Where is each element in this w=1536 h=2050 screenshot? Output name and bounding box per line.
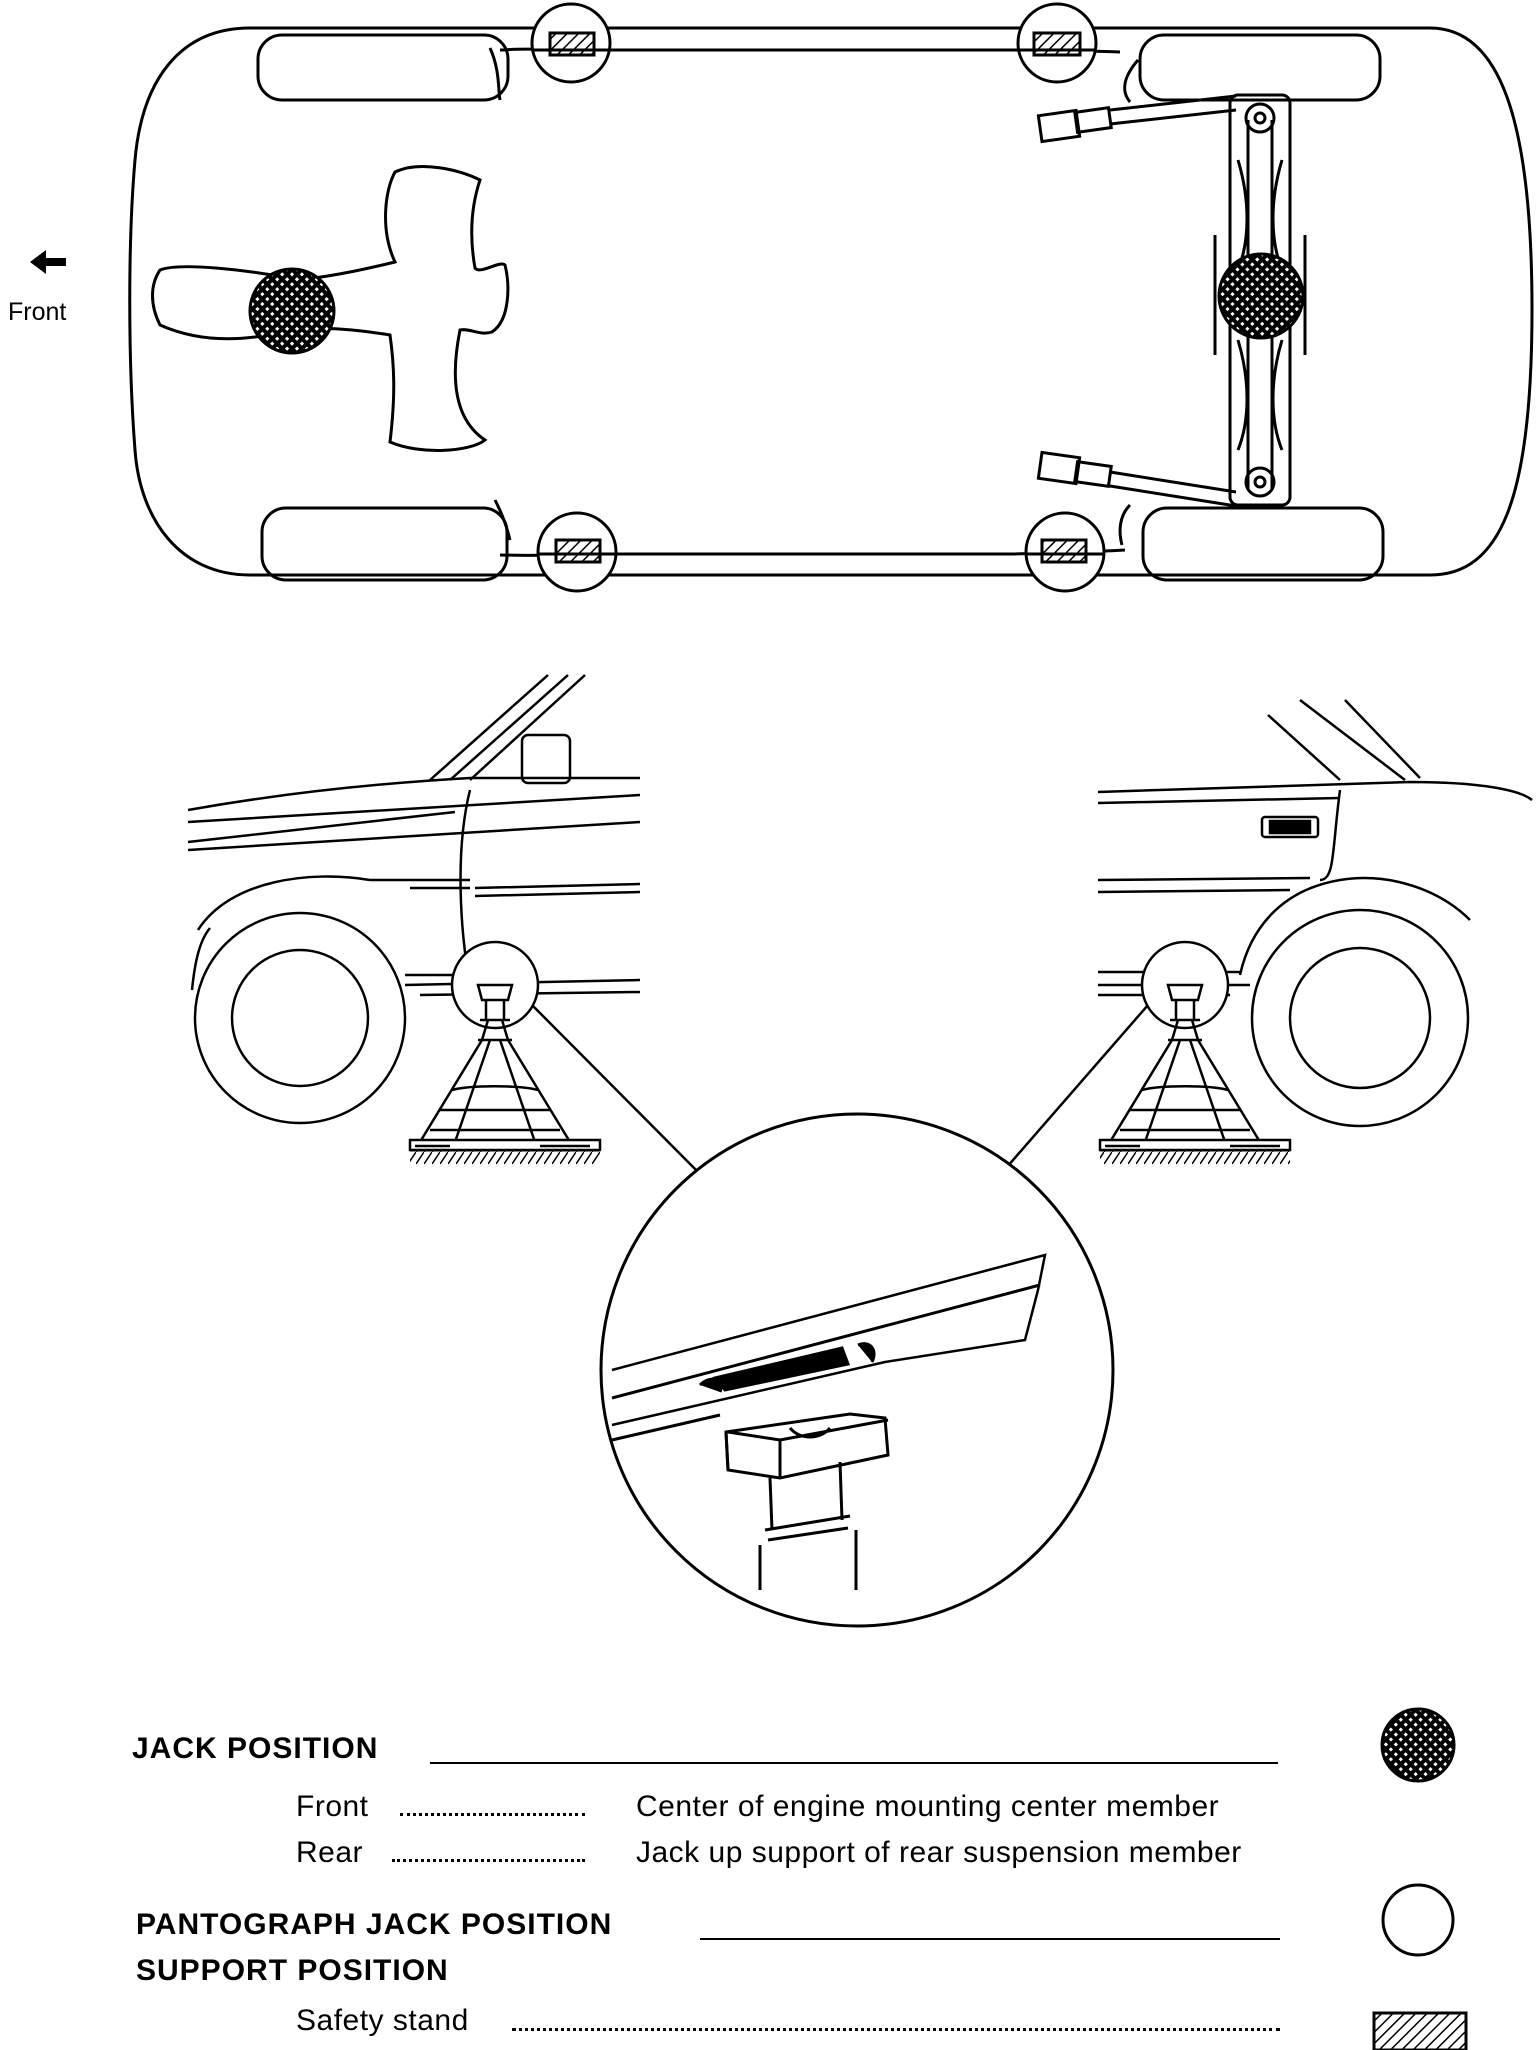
safety-stand-dots xyxy=(512,2028,1280,2031)
jack-front-desc: Center of engine mounting center member xyxy=(636,1790,1220,1823)
front-direction-label: Front xyxy=(8,298,67,326)
jack-position-icon xyxy=(1380,1707,1456,1783)
rear-side-view xyxy=(1097,699,1533,1128)
detail-magnified-circle xyxy=(599,1112,1115,1628)
jack-point-front xyxy=(248,267,336,355)
detail-leader-lines xyxy=(531,1004,1149,1183)
rear-wheel xyxy=(1250,908,1470,1128)
rear-safety-stand xyxy=(1098,940,1292,1164)
rear-right-wheel xyxy=(1141,506,1385,582)
support-points xyxy=(530,2,1106,593)
jack-front-dots xyxy=(400,1813,585,1816)
car-underside-view xyxy=(128,26,1534,582)
pantograph-jack-icon xyxy=(1381,1883,1455,1957)
front-wheel xyxy=(193,911,407,1125)
rear-right-arm xyxy=(1109,470,1237,508)
jack-rear-dots xyxy=(392,1859,585,1862)
jack-position-heading: JACK POSITION xyxy=(132,1732,379,1765)
car-body-outline xyxy=(128,26,1534,577)
jack-point-rear xyxy=(1217,252,1305,340)
rear-left-wheel xyxy=(1138,33,1382,102)
rear-left-arm xyxy=(1109,94,1237,126)
front-right-wheel xyxy=(260,506,509,582)
front-safety-stand xyxy=(408,940,602,1164)
safety-stand-icon xyxy=(1372,2011,1468,2050)
front-side-view xyxy=(187,674,641,1125)
jack-rear-label: Rear xyxy=(296,1836,364,1869)
pantograph-leader xyxy=(700,1938,1280,1940)
front-left-wheel xyxy=(256,33,510,102)
jack-front-label: Front xyxy=(296,1790,369,1823)
jack-position-leader xyxy=(430,1762,1278,1764)
front-arrow-icon xyxy=(30,250,66,274)
safety-stand-label: Safety stand xyxy=(296,2004,469,2037)
support-position-heading: SUPPORT POSITION xyxy=(136,1954,449,1987)
jack-rear-desc: Jack up support of rear suspension membe… xyxy=(636,1836,1242,1869)
pantograph-heading: PANTOGRAPH JACK POSITION xyxy=(136,1908,613,1941)
